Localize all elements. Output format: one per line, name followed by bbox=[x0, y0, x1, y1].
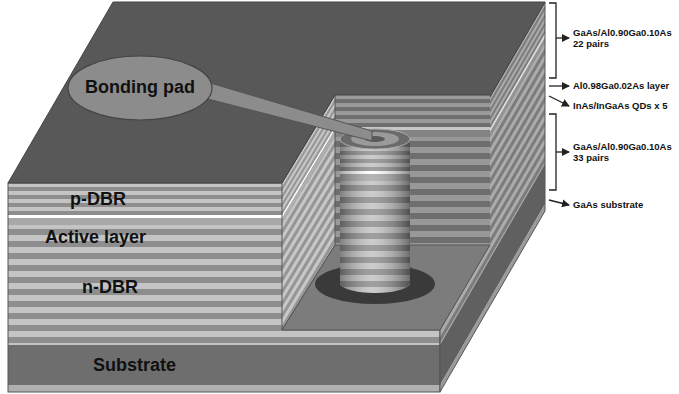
layer-label: GaAs/Al0.90Ga0.10As 22 pairs bbox=[573, 27, 677, 50]
part-label: n-DBR bbox=[82, 277, 138, 299]
part-label: Active layer bbox=[45, 227, 146, 249]
layer-label: Al0.98Ga0.02As layer bbox=[573, 80, 677, 91]
layer-label: GaAs/Al0.90Ga0.10As 33 pairs bbox=[573, 141, 677, 164]
part-label: p-DBR bbox=[70, 189, 126, 211]
layer-label: InAs/InGaAs QDs x 5 bbox=[573, 100, 677, 111]
part-label: Bonding pad bbox=[85, 77, 195, 99]
layer-label: GaAs substrate bbox=[573, 199, 677, 210]
part-label: Substrate bbox=[93, 355, 176, 377]
